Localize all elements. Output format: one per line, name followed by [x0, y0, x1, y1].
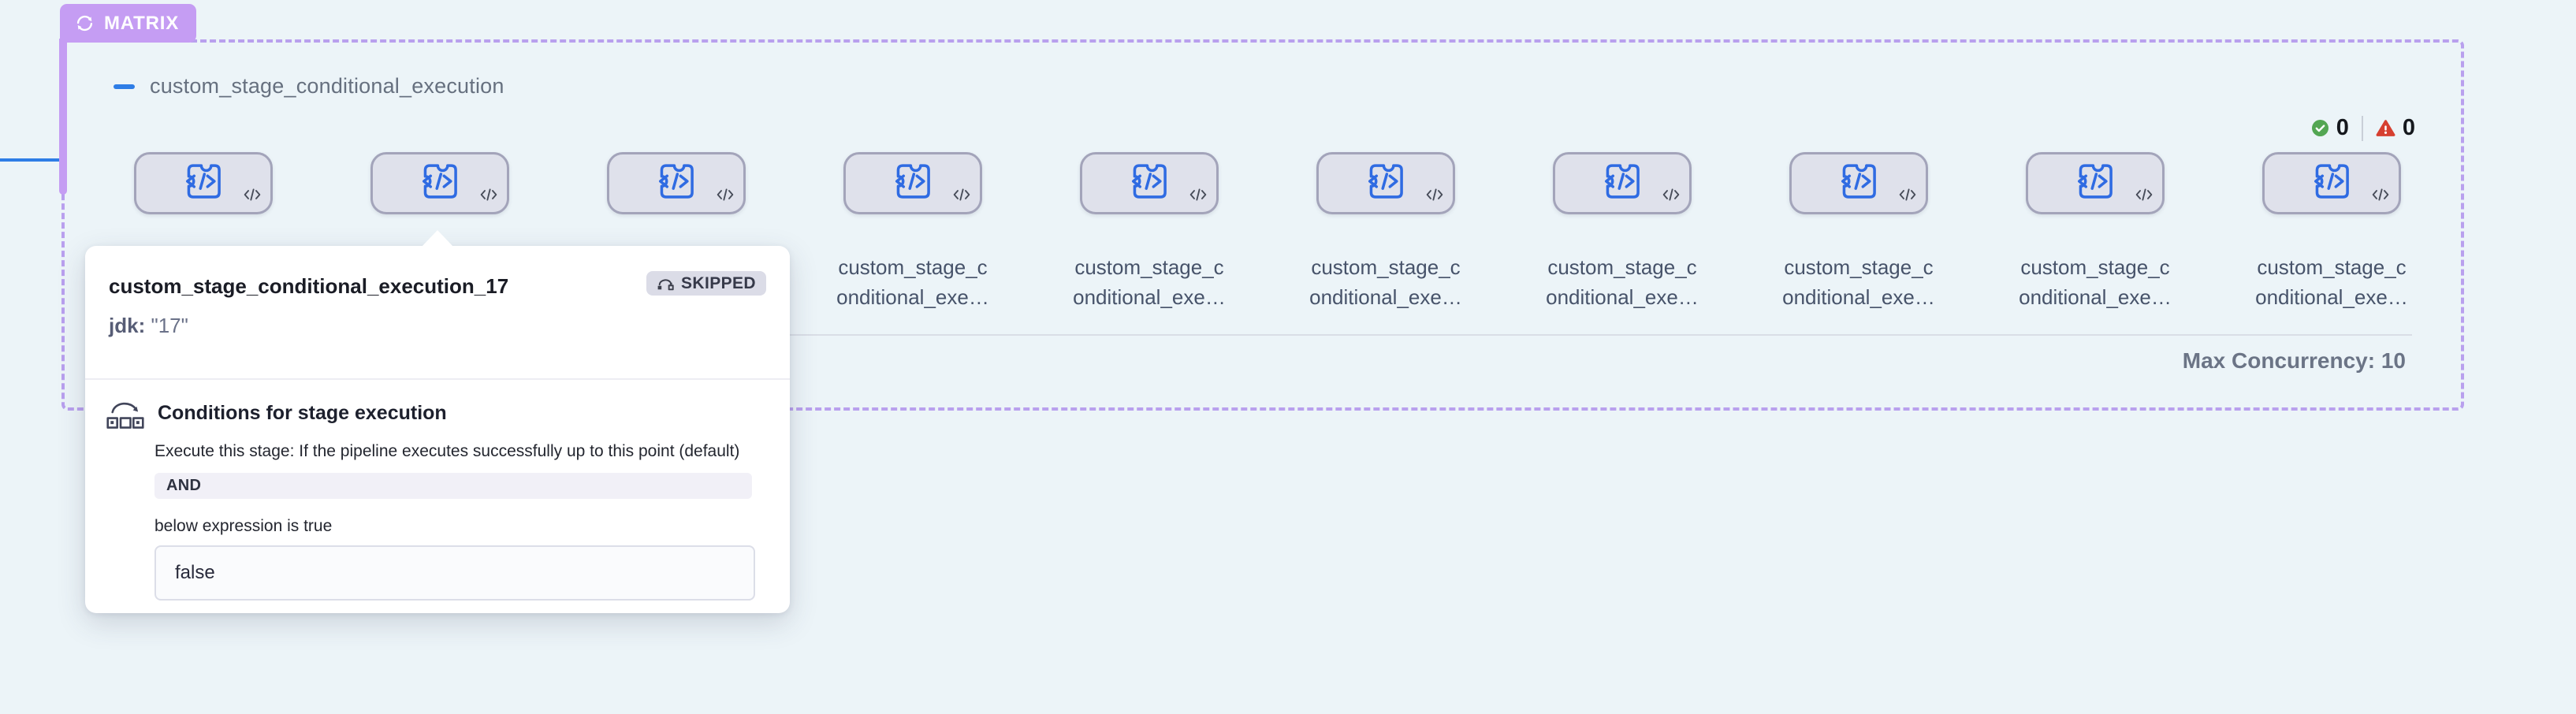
status-badge: SKIPPED	[646, 271, 766, 296]
code-icon	[244, 188, 261, 206]
stage-card[interactable]	[370, 152, 509, 214]
operator-label: AND	[166, 477, 202, 494]
max-concurrency-divider	[91, 334, 2412, 336]
code-icon	[1662, 188, 1680, 206]
conditions-heading: Conditions for stage execution	[158, 402, 447, 424]
variable-key: jdk:	[109, 314, 146, 337]
code-icon	[717, 188, 734, 206]
failed-icon	[2376, 119, 2395, 137]
custom-stage-icon	[419, 162, 459, 203]
max-concurrency-label: Max Concurrency: 10	[2182, 348, 2406, 373]
code-icon	[1426, 188, 1443, 206]
stage-card[interactable]	[607, 152, 746, 214]
minus-icon	[114, 84, 135, 89]
expression-field: false	[154, 545, 755, 601]
code-icon	[1189, 188, 1207, 206]
failed-count: 0	[2402, 115, 2415, 140]
matrix-accent-bar	[59, 39, 67, 195]
stage-node-5[interactable]: custom_stage_c onditional_exe…	[1047, 152, 1252, 312]
conditions-subtext: below expression is true	[154, 517, 333, 535]
matrix-badge-label: MATRIX	[104, 12, 180, 34]
custom-stage-icon	[2311, 162, 2351, 203]
custom-stage-icon	[1838, 162, 1878, 203]
code-icon	[2135, 188, 2153, 206]
success-icon	[2311, 119, 2329, 137]
stage-card[interactable]	[1553, 152, 1692, 214]
matrix-header: custom_stage_conditional_execution	[114, 74, 504, 99]
stage-node-7[interactable]: custom_stage_c onditional_exe…	[1520, 152, 1725, 312]
stage-label: custom_stage_c onditional_exe…	[1073, 255, 1226, 309]
matrix-group-title: custom_stage_conditional_execution	[150, 74, 504, 98]
status-badge-label: SKIPPED	[681, 273, 756, 292]
matrix-loop-icon	[74, 13, 95, 34]
custom-stage-icon	[183, 162, 222, 203]
stage-label: custom_stage_c onditional_exe…	[2255, 255, 2408, 309]
custom-stage-icon	[656, 162, 695, 203]
expression-value: false	[175, 562, 215, 583]
stage-card[interactable]	[2026, 152, 2165, 214]
stage-node-4[interactable]: custom_stage_c onditional_exe…	[810, 152, 1015, 312]
stage-card[interactable]	[1080, 152, 1219, 214]
code-icon	[1899, 188, 1916, 206]
success-count: 0	[2336, 115, 2349, 140]
collapse-button[interactable]	[114, 76, 135, 97]
matrix-variable-row: jdk: "17"	[109, 314, 188, 338]
popover-divider	[85, 378, 790, 380]
stage-label: custom_stage_c onditional_exe…	[1309, 255, 1462, 309]
conditions-description: Execute this stage: If the pipeline exec…	[154, 442, 740, 460]
stage-node-10[interactable]: custom_stage_c onditional_exe…	[2229, 152, 2434, 312]
stage-label: custom_stage_c onditional_exe…	[1546, 255, 1699, 309]
popover-stage-title: custom_stage_conditional_execution_17	[109, 274, 509, 298]
variable-value: "17"	[145, 314, 188, 337]
stage-status-counters: 0 0	[2311, 115, 2415, 141]
stage-node-8[interactable]: custom_stage_c onditional_exe…	[1756, 152, 1961, 312]
stage-label: custom_stage_c onditional_exe…	[2019, 255, 2172, 309]
stage-label: custom_stage_c onditional_exe…	[836, 255, 989, 309]
stage-node-9[interactable]: custom_stage_c onditional_exe…	[1993, 152, 2198, 312]
custom-stage-icon	[1602, 162, 1641, 203]
skipped-icon	[657, 276, 675, 291]
popover-arrow	[422, 230, 453, 247]
code-icon	[480, 188, 497, 206]
stage-card[interactable]	[1316, 152, 1455, 214]
code-icon	[2372, 188, 2389, 206]
stage-label: custom_stage_c onditional_exe…	[1782, 255, 1935, 309]
stage-card[interactable]	[843, 152, 982, 214]
custom-stage-icon	[892, 162, 932, 203]
counter-separator	[2361, 115, 2363, 141]
custom-stage-icon	[2075, 162, 2114, 203]
stage-card[interactable]	[2262, 152, 2401, 214]
custom-stage-icon	[1129, 162, 1168, 203]
stage-card[interactable]	[134, 152, 273, 214]
code-icon	[953, 188, 970, 206]
operator-bar: AND	[154, 473, 752, 499]
custom-stage-icon	[1365, 162, 1405, 203]
conditional-execution-icon	[106, 394, 145, 434]
matrix-badge[interactable]: MATRIX	[60, 4, 197, 43]
stage-node-6[interactable]: custom_stage_c onditional_exe…	[1283, 152, 1488, 312]
stage-details-popover: custom_stage_conditional_execution_17 SK…	[85, 230, 790, 613]
stage-card[interactable]	[1789, 152, 1928, 214]
pipeline-connector-line	[0, 158, 62, 162]
